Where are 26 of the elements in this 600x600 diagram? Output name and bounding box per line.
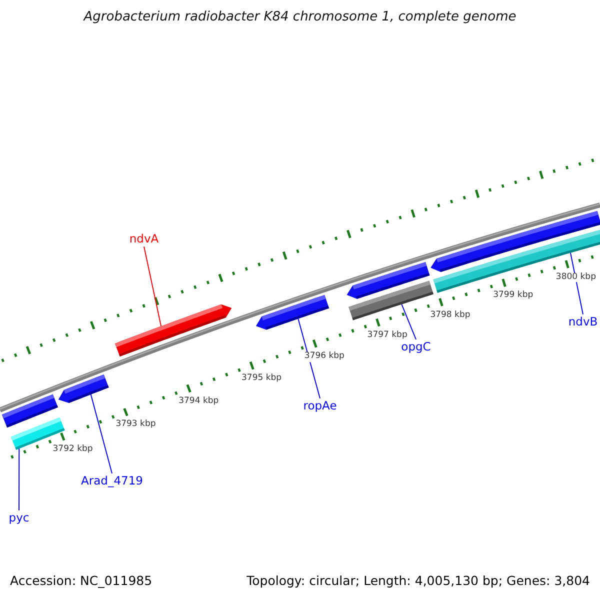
gene-label: pyc	[8, 511, 30, 525]
genome-summary: Topology: circular; Length: 4,005,130 bp; Genes: 3,804	[246, 574, 590, 588]
leader-line	[144, 246, 162, 327]
scale-label: 3795 kbp	[240, 374, 283, 384]
scale-label: 3794 kbp	[178, 396, 220, 406]
scale-label: 3798 kbp	[429, 310, 472, 320]
accession-text: Accession: NC_011985	[10, 574, 152, 588]
gene-feature	[58, 374, 109, 403]
scale-label: 3800 kbp	[554, 272, 597, 283]
leader-line	[401, 304, 416, 340]
scale-label: 3792 kbp	[52, 444, 94, 455]
diagram-title: Agrobacterium radiobacter K84 chromosome 1, complete genome	[84, 10, 516, 26]
scale-label: 3797 kbp	[366, 330, 408, 341]
scale-label: 3796 kbp	[303, 352, 346, 362]
gene-label: ndvB	[568, 315, 598, 329]
scale-label: 3799 kbp	[492, 291, 534, 302]
scale-label: 3793 kbp	[114, 420, 157, 430]
leader-line	[90, 394, 112, 474]
gene-label: opgC	[401, 340, 431, 354]
leader-line	[298, 318, 320, 399]
leader-line	[18, 448, 20, 511]
gene-label: Arad_4719	[81, 474, 143, 488]
gene-label: ropAe	[303, 399, 337, 413]
gene-label: ndvA	[129, 232, 159, 246]
gene-feature	[114, 304, 232, 357]
gene-feature	[256, 294, 330, 330]
